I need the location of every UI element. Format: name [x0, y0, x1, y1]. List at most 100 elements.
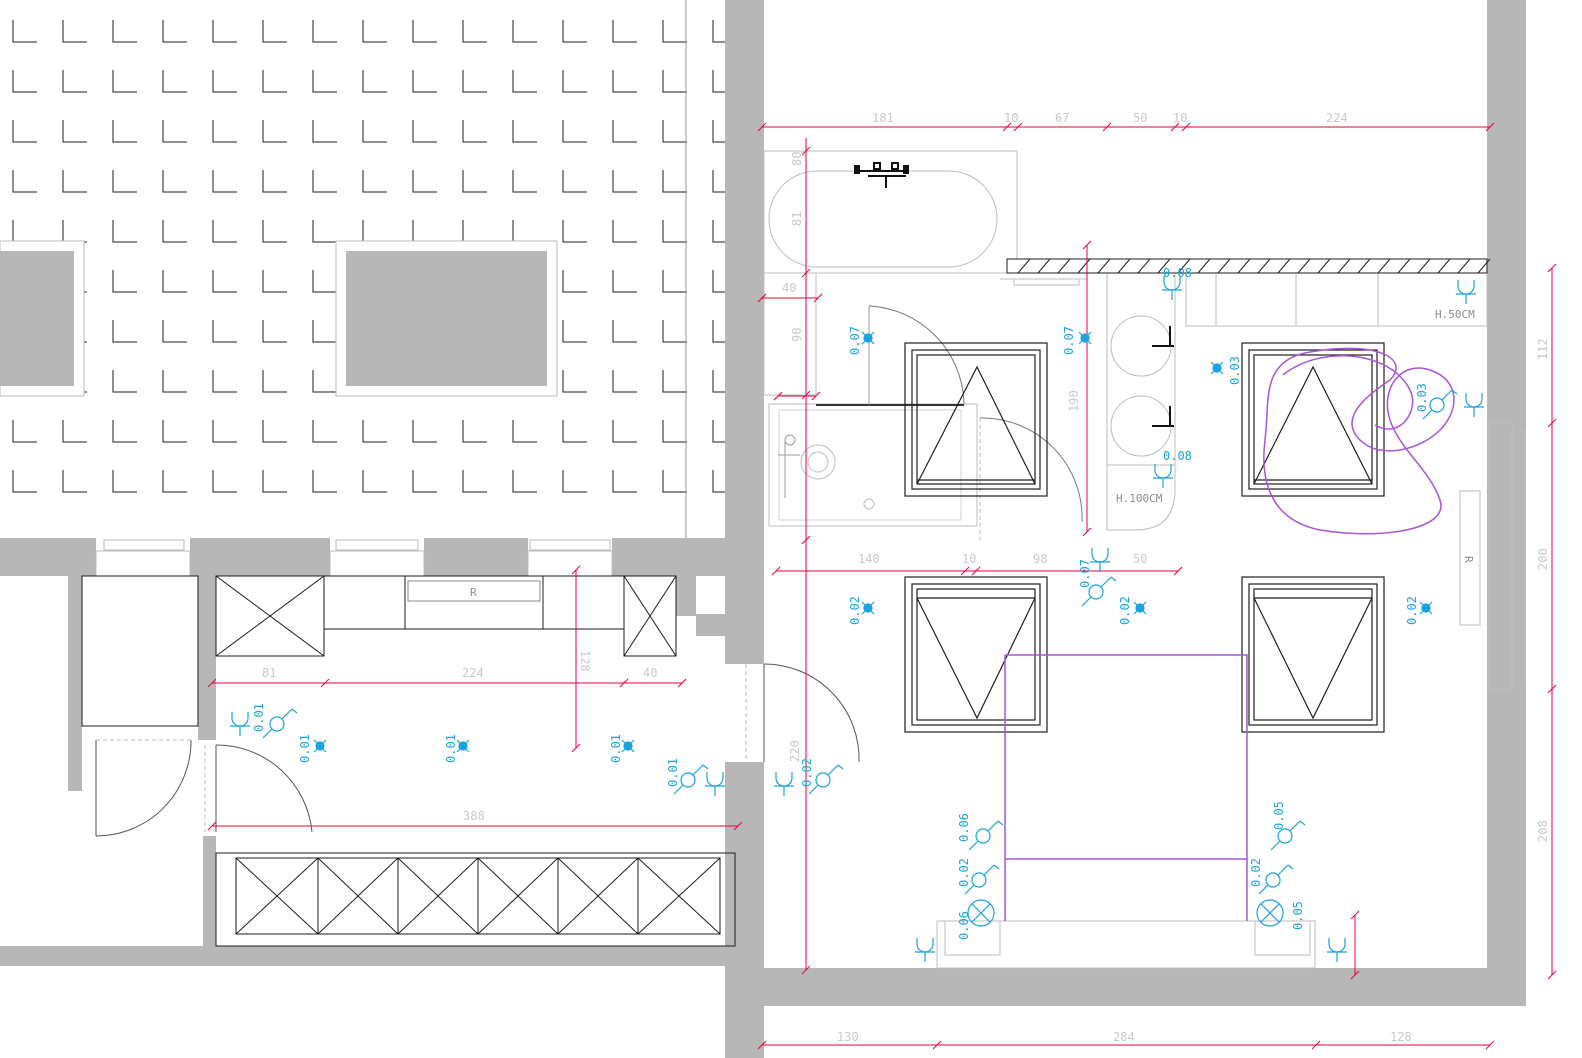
dim-label: 224: [462, 666, 484, 680]
dim-label: 90: [790, 328, 804, 342]
socket-icon: [1162, 276, 1182, 300]
dimension-tick: [1170, 122, 1180, 132]
socket-icon: [1456, 280, 1476, 304]
elec-label: 0.02: [848, 596, 862, 625]
switch-icon: [262, 708, 298, 739]
elec-label: 0.01: [444, 734, 458, 763]
sink-icon: [967, 899, 995, 927]
dimension-tick: [1002, 122, 1012, 132]
dimension-tick: [801, 535, 811, 545]
elec-label: 0.07: [1078, 559, 1092, 588]
dim-label: 220: [788, 740, 802, 762]
elec-label: 0.06: [957, 813, 971, 842]
dim-label: 81: [790, 212, 804, 226]
dim-label: 128: [578, 650, 592, 672]
dim-label: 10: [962, 552, 976, 566]
dimension-tick: [813, 293, 823, 303]
dimension-tick: [1181, 122, 1191, 132]
dim-label: 190: [1067, 390, 1081, 412]
dimension-tick: [1102, 122, 1112, 132]
sink-icon: [1256, 899, 1284, 927]
dimension-tick: [571, 743, 581, 753]
light-point-icon: [1078, 331, 1092, 345]
elec-label: 0.02: [1118, 596, 1132, 625]
elec-label: 0.03: [1415, 383, 1429, 412]
skylight-2: [1241, 342, 1385, 497]
dim-label: 10: [1173, 111, 1187, 125]
window-sills: [95, 539, 613, 577]
skylight-3: [904, 576, 1048, 733]
switch-icon: [1258, 864, 1294, 895]
lighting-circuit: [1004, 347, 1455, 921]
dimension-tick: [1485, 1040, 1495, 1050]
socket-icon: [1153, 464, 1173, 488]
dim-label: 224: [1326, 111, 1348, 125]
dim-label: 284: [1113, 1030, 1135, 1044]
light-point-icon: [861, 331, 875, 345]
dim-label: 181: [872, 111, 894, 125]
light-point-icon: [621, 739, 635, 753]
dim-label: 112: [1536, 338, 1550, 360]
note-labels: H.50CM H.100CM R R: [470, 308, 1475, 599]
dimension-labels: 181 10 67 50 10 224 80 81 40 90 190 140 …: [262, 111, 1550, 1044]
tile-terrace: [0, 0, 737, 538]
dimension-lines: [207, 122, 1557, 1050]
height-label: H.50CM: [1435, 308, 1475, 321]
elec-label: 0.02: [1249, 858, 1263, 887]
dimension-tick: [771, 566, 781, 576]
dimension-tick: [1547, 263, 1557, 273]
dimension-tick: [207, 821, 217, 831]
height-label: H.100CM: [1116, 492, 1163, 505]
socket-icon: [774, 772, 794, 796]
elec-label: 0.01: [609, 734, 623, 763]
dimension-tick: [677, 678, 687, 688]
dimension-tick: [1311, 1040, 1321, 1050]
dimension-tick: [971, 566, 981, 576]
faucet-icon: [1152, 326, 1174, 427]
light-point-icon: [1210, 361, 1224, 375]
dimension-tick: [757, 1040, 767, 1050]
light-point-icon: [1133, 601, 1147, 615]
dimension-tick: [1547, 684, 1557, 694]
switch-icon: [1270, 820, 1306, 851]
light-point-icon: [1419, 601, 1433, 615]
light-point-icon: [861, 601, 875, 615]
dimension-tick: [320, 678, 330, 688]
skylight-4: [1241, 576, 1385, 733]
dim-label: 128: [1390, 1030, 1412, 1044]
socket-icon: [1464, 393, 1484, 417]
dimension-tick: [571, 565, 581, 575]
elec-label: 0.05: [1291, 901, 1305, 930]
electrical-symbols: [230, 276, 1484, 962]
socket-icon: [1090, 548, 1110, 572]
dim-label: 40: [643, 666, 657, 680]
light-point-icon: [456, 739, 470, 753]
dimension-tick: [1350, 970, 1360, 980]
dim-label: 200: [1536, 548, 1550, 570]
dimension-tick: [1173, 566, 1183, 576]
dim-label: 98: [1033, 552, 1047, 566]
switch-icon: [1422, 389, 1458, 420]
elec-label: 0.03: [1228, 356, 1242, 385]
electrical-labels: 0.07 0.07 0.08 0.03 0.03 0.08 0.07 0.02 …: [252, 266, 1429, 940]
dimension-tick: [1350, 910, 1360, 920]
dimension-tick: [1013, 122, 1023, 132]
dimension-tick: [811, 391, 821, 401]
socket-icon: [1327, 938, 1347, 962]
elec-label: 0.07: [1062, 326, 1076, 355]
elec-label: 0.02: [800, 758, 814, 787]
dimension-tick: [960, 566, 970, 576]
elec-label: 0.05: [1272, 801, 1286, 830]
light-point-icon: [313, 739, 327, 753]
radiator-label: R: [470, 586, 477, 599]
elec-label: 0.07: [848, 326, 862, 355]
switch-icon: [808, 764, 844, 795]
dimension-tick: [801, 390, 811, 400]
wardrobe-doors: [235, 857, 721, 935]
dimension-tick: [932, 1040, 942, 1050]
dimension-tick: [1082, 240, 1092, 250]
elec-label: 0.06: [957, 911, 971, 940]
elec-label: 0.01: [298, 734, 312, 763]
skylight-1: [904, 342, 1048, 497]
